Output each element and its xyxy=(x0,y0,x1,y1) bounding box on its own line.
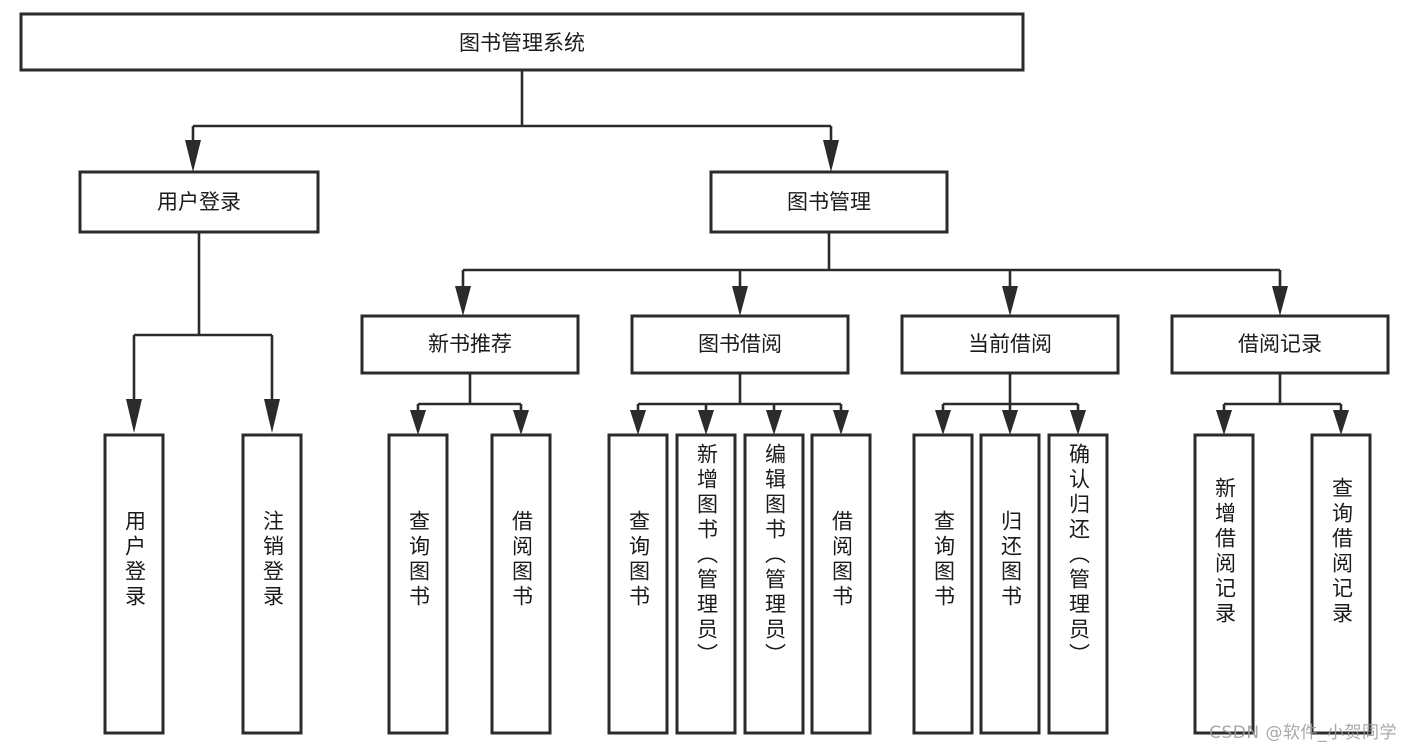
node-root-label: 图书管理系统 xyxy=(459,31,585,55)
node-current-borrow-label: 当前借阅 xyxy=(968,332,1052,356)
node-borrow-record[interactable]: 借阅记录 xyxy=(1170,314,1390,375)
node-user-login[interactable]: 用户登录 xyxy=(78,170,320,234)
connector-root-to-level2 xyxy=(185,70,839,172)
leaf-box-borrow-record-1[interactable] xyxy=(1310,433,1372,735)
arrow-icon xyxy=(410,410,426,435)
arrow-icon xyxy=(264,399,280,433)
leaf-box-user-login-0[interactable] xyxy=(103,433,165,735)
node-borrow-record-box[interactable] xyxy=(1170,314,1390,375)
leaf-box-new-book-1[interactable] xyxy=(490,433,552,735)
leaf-box-book-borrow-2[interactable] xyxy=(743,433,805,735)
leaf-boxes-current-borrow xyxy=(912,433,1109,735)
leaf-box-new-book-0[interactable] xyxy=(387,433,449,735)
arrow-icon xyxy=(1216,410,1232,435)
node-book-management-box[interactable] xyxy=(709,170,949,234)
node-user-login-label: 用户登录 xyxy=(157,190,241,214)
node-book-management[interactable]: 图书管理 xyxy=(709,170,949,234)
connector-bookmgmt-to-level3 xyxy=(455,232,1288,316)
node-root-box[interactable] xyxy=(19,12,1025,72)
node-book-borrow-box[interactable] xyxy=(630,314,850,375)
leaf-boxes-new-book-recommend xyxy=(387,433,552,735)
node-book-borrow-label: 图书借阅 xyxy=(698,332,782,356)
arrow-icon xyxy=(1002,286,1018,316)
node-root[interactable]: 图书管理系统 xyxy=(19,12,1025,72)
node-user-login-box[interactable] xyxy=(78,170,320,234)
csdn-watermark: CSDN @软件_小贺同学 xyxy=(1209,723,1397,743)
node-new-book-recommend[interactable]: 新书推荐 xyxy=(360,314,580,375)
leaf-box-user-login-1[interactable] xyxy=(241,433,303,735)
connector-bookborrow-to-leaves xyxy=(630,373,849,435)
leaf-box-current-borrow-1[interactable] xyxy=(979,433,1041,735)
arrow-icon xyxy=(455,286,471,316)
arrow-icon xyxy=(126,399,142,433)
node-book-borrow[interactable]: 图书借阅 xyxy=(630,314,850,375)
arrow-icon xyxy=(732,286,748,316)
leaf-boxes-borrow-record xyxy=(1193,433,1372,735)
connector-newbook-to-leaves xyxy=(410,373,529,435)
connector-borrowrecord-to-leaves xyxy=(1216,373,1349,435)
arrow-icon xyxy=(935,410,951,435)
node-book-management-label: 图书管理 xyxy=(787,190,871,214)
arrow-icon xyxy=(766,410,782,435)
leaf-box-book-borrow-3[interactable] xyxy=(810,433,872,735)
arrow-icon xyxy=(833,410,849,435)
arrow-icon xyxy=(1070,410,1086,435)
leaf-box-borrow-record-0[interactable] xyxy=(1193,433,1255,735)
node-borrow-record-label: 借阅记录 xyxy=(1238,332,1322,356)
arrow-icon xyxy=(698,410,714,435)
node-new-book-recommend-label: 新书推荐 xyxy=(428,332,512,356)
arrow-icon xyxy=(823,140,839,172)
connector-userlogin-to-leaves xyxy=(126,232,280,433)
leaf-boxes-book-borrow xyxy=(607,433,872,735)
arrow-icon xyxy=(1002,410,1018,435)
node-current-borrow[interactable]: 当前借阅 xyxy=(900,314,1120,375)
connector-currentborrow-to-leaves xyxy=(935,373,1086,435)
leaf-box-current-borrow-2[interactable] xyxy=(1047,433,1109,735)
leaf-box-book-borrow-0[interactable] xyxy=(607,433,669,735)
leaf-boxes-user-login xyxy=(103,433,303,735)
node-current-borrow-box[interactable] xyxy=(900,314,1120,375)
arrow-icon xyxy=(185,140,201,172)
arrow-icon xyxy=(630,410,646,435)
arrow-icon xyxy=(1272,286,1288,316)
leaf-box-current-borrow-0[interactable] xyxy=(912,433,974,735)
arrow-icon xyxy=(513,410,529,435)
node-new-book-recommend-box[interactable] xyxy=(360,314,580,375)
arrow-icon xyxy=(1333,410,1349,435)
leaf-box-book-borrow-1[interactable] xyxy=(675,433,737,735)
